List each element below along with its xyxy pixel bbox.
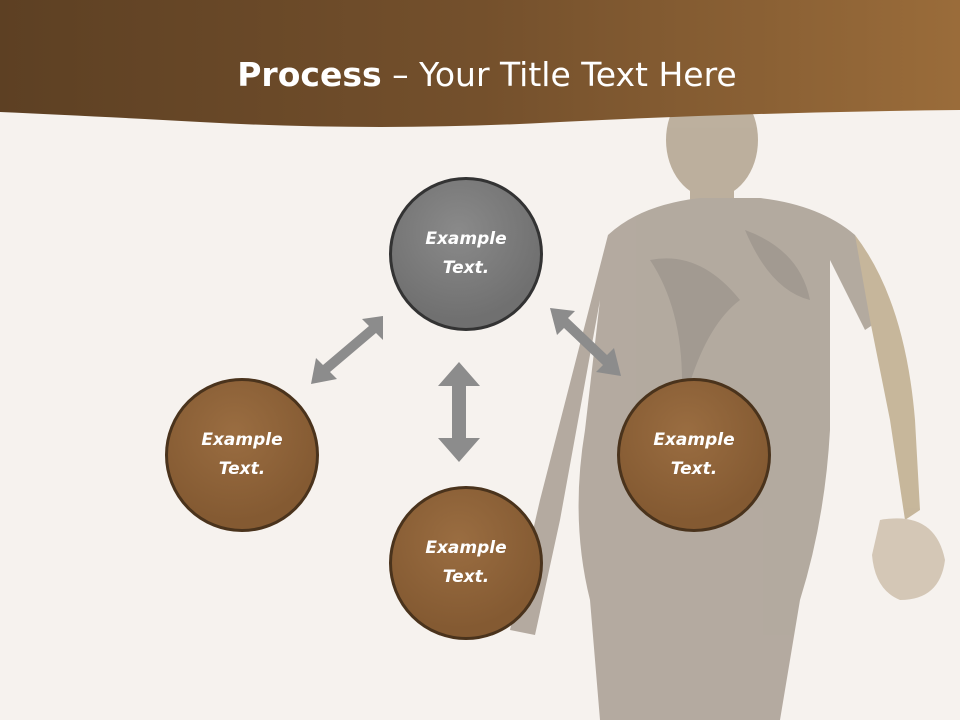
title-bold: Process bbox=[237, 55, 382, 94]
node-right-line2: Text. bbox=[670, 459, 718, 479]
node-bottom-line1: Example bbox=[425, 538, 507, 558]
double-arrow-vertical bbox=[438, 362, 480, 462]
double-arrow-right-diagonal bbox=[550, 308, 621, 376]
double-arrow-left-diagonal bbox=[311, 316, 383, 384]
node-left-line1: Example bbox=[201, 430, 283, 450]
process-node-bottom[interactable]: Example Text. bbox=[389, 486, 543, 640]
node-top-line2: Text. bbox=[442, 258, 490, 278]
node-right-line1: Example bbox=[653, 430, 735, 450]
slide-title: Process – Your Title Text Here bbox=[0, 52, 960, 98]
process-node-top[interactable]: Example Text. bbox=[389, 177, 543, 331]
header-band bbox=[0, 0, 960, 127]
process-node-right[interactable]: Example Text. bbox=[617, 378, 771, 532]
title-dash: – bbox=[381, 55, 420, 94]
title-rest: Your Title Text Here bbox=[419, 55, 737, 94]
node-left-line2: Text. bbox=[218, 459, 266, 479]
process-node-left[interactable]: Example Text. bbox=[165, 378, 319, 532]
node-bottom-line2: Text. bbox=[442, 567, 490, 587]
node-top-line1: Example bbox=[425, 229, 507, 249]
